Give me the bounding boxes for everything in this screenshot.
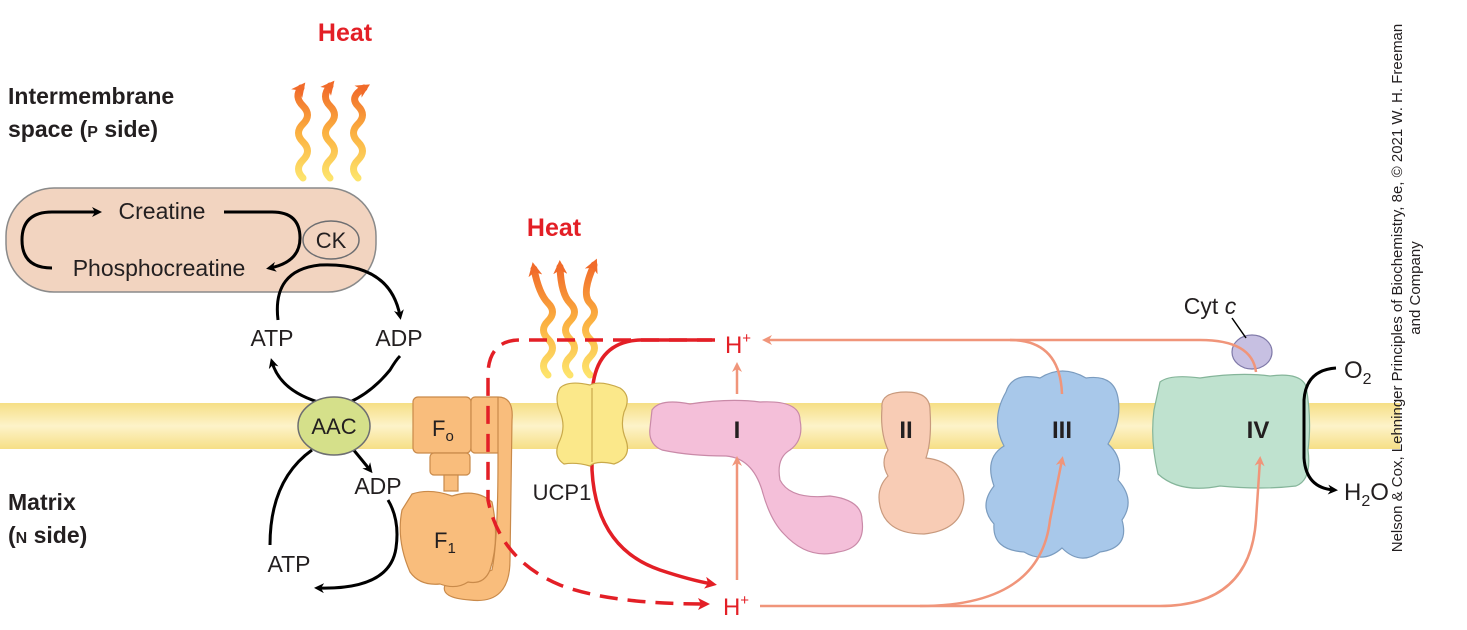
complex-1 bbox=[649, 399, 864, 555]
heat-waves-top bbox=[291, 80, 371, 182]
ucp1-label: UCP1 bbox=[533, 480, 592, 505]
creatine-label: Creatine bbox=[119, 198, 206, 224]
atp-lower-label: ATP bbox=[267, 551, 310, 577]
phosphocreatine-label: Phosphocreatine bbox=[73, 255, 246, 281]
ck-enzyme bbox=[302, 220, 360, 260]
proton-leak-dashed bbox=[486, 338, 715, 610]
complex-4-label: IV bbox=[1247, 417, 1270, 444]
atp-synthesis-arrow bbox=[314, 499, 399, 594]
fo-label: Fo bbox=[432, 416, 454, 445]
h-plus-bottom: H+ bbox=[723, 592, 749, 621]
aac-label: AAC bbox=[311, 414, 356, 439]
complex-3-label: III bbox=[1052, 417, 1072, 444]
h-plus-top: H+ bbox=[725, 330, 751, 359]
heat-label-top: Heat bbox=[318, 19, 373, 47]
creatine-cycle-arrow-left bbox=[20, 207, 102, 270]
copyright-credit: Nelson & Cox, Lehninger Principles of Bi… bbox=[1389, 0, 1425, 588]
atp-to-adp-arrow bbox=[275, 263, 404, 321]
creatine-cycle-arrow-right bbox=[224, 210, 302, 272]
aac-adp-in-arrow bbox=[349, 354, 402, 404]
complex-3 bbox=[985, 370, 1129, 559]
intermembrane-label: Intermembrane bbox=[8, 83, 174, 109]
complex-4-pump-up bbox=[1010, 338, 1258, 373]
cyt-c bbox=[1231, 334, 1273, 370]
matrix-label-2: (N side) bbox=[8, 522, 87, 548]
matrix-label: Matrix bbox=[8, 489, 76, 515]
complex-2-label: II bbox=[899, 417, 912, 444]
o2-label: O2 bbox=[1344, 357, 1372, 388]
complex-4-pump-in bbox=[920, 456, 1265, 608]
aac-atp-out-arrow bbox=[268, 358, 319, 404]
intermembrane-label-2: space (P side) bbox=[8, 116, 158, 142]
complex-4 bbox=[1152, 373, 1311, 489]
atp-upper-label: ATP bbox=[250, 325, 293, 351]
heat-label-middle: Heat bbox=[527, 214, 582, 242]
credit-line-1: Nelson & Cox, Lehninger Principles of Bi… bbox=[1389, 23, 1406, 553]
credit-line-2: and Company bbox=[1407, 241, 1424, 335]
cyt-c-pointer bbox=[1231, 317, 1247, 339]
h2o-label: H2O bbox=[1344, 479, 1389, 510]
aac-atp-matrix-line bbox=[268, 448, 313, 546]
aac-adp-matrix-arrow bbox=[350, 447, 373, 474]
heat-waves-middle bbox=[528, 258, 598, 379]
cyt-c-label: Cyt c bbox=[1184, 293, 1237, 319]
oxygen-reduction-arrow bbox=[1302, 366, 1338, 495]
proton-pump-paths bbox=[732, 335, 1265, 608]
f1-label: F1 bbox=[434, 528, 456, 557]
atp-synthase bbox=[399, 396, 513, 602]
proton-ucp1-path bbox=[590, 338, 717, 589]
adp-upper-label: ADP bbox=[375, 325, 422, 351]
complex-2 bbox=[878, 391, 965, 535]
aac-transporter bbox=[297, 396, 371, 456]
adp-lower-label: ADP bbox=[354, 473, 401, 499]
complex-1-label: I bbox=[734, 417, 741, 444]
ck-label: CK bbox=[316, 228, 347, 253]
